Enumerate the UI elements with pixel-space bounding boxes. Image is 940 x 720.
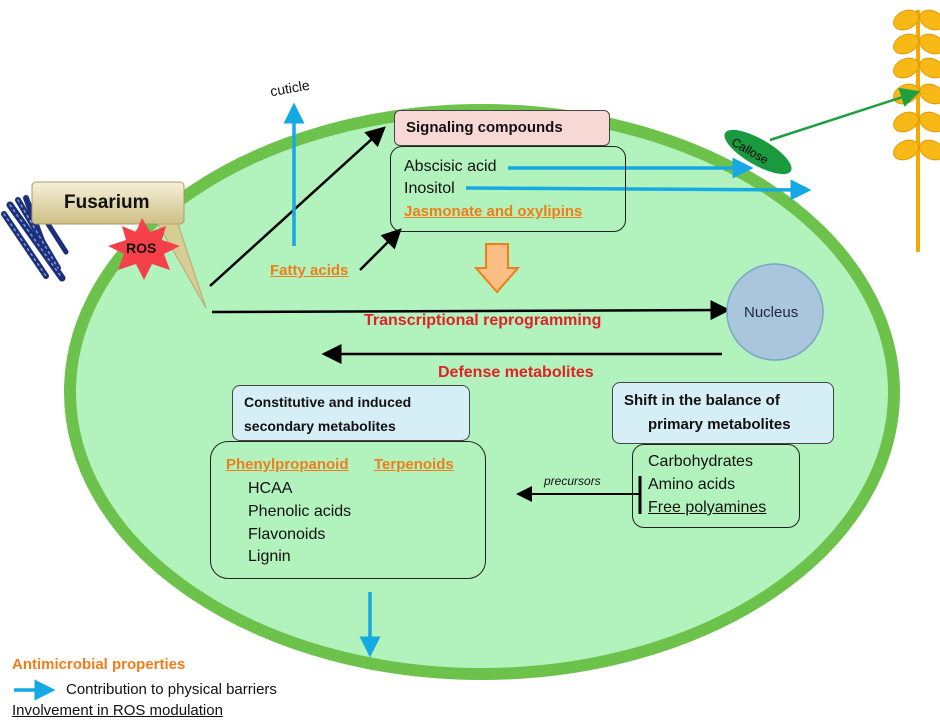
primary-title-line2: primary metabolites — [648, 416, 791, 433]
signaling-item-jasmonate: Jasmonate and oxylipins — [404, 203, 583, 220]
primary-item-polyamines: Free polyamines — [648, 499, 767, 516]
arrow-fatty-to-jasmonate — [359, 228, 402, 271]
primary-title-box — [612, 382, 834, 444]
primary-title-line1: Shift in the balance of — [624, 392, 780, 409]
primary-list-box — [632, 444, 800, 528]
arrow-callose-to-wheat — [769, 87, 921, 142]
primary-item-carbohydrates: Carbohydrates — [648, 453, 753, 470]
signaling-title: Signaling compounds — [406, 119, 563, 136]
legend-ros-modulation: Involvement in ROS modulation — [12, 702, 223, 719]
ros-burst-icon — [108, 218, 180, 280]
secondary-item-phenolic: Phenolic acids — [248, 503, 352, 520]
signaling-item-inositol: Inositol — [404, 180, 455, 197]
secondary-list-box — [210, 441, 486, 579]
legend-physical-barriers: Contribution to physical barriers — [66, 681, 277, 698]
secondary-item-flavonoids: Flavonoids — [248, 526, 326, 543]
secondary-title-line2: secondary metabolites — [244, 418, 396, 434]
secondary-item-hcaa: HCAA — [248, 480, 293, 497]
primary-item-amino-acids: Amino acids — [648, 476, 736, 493]
signaling-list-box — [390, 146, 626, 232]
precursors-label: precursors — [544, 474, 601, 488]
fusarium-callout-box — [31, 181, 185, 225]
defense-label: Defense metabolites — [438, 364, 594, 381]
arrow-to-signaling — [209, 126, 386, 287]
secondary-item-lignin: Lignin — [248, 548, 291, 565]
nucleus-label: Nucleus — [744, 304, 799, 321]
wheat-spike-icon — [893, 9, 940, 252]
callose-deposit — [724, 129, 792, 175]
arrow-inositol — [465, 179, 812, 201]
secondary-group-phenylpropanoid: Phenylpropanoid — [226, 456, 349, 473]
secondary-title-line1: Constitutive and induced — [244, 394, 412, 410]
fusarium-hyphae-icon — [1, 195, 69, 282]
fatty-acids-label: Fatty acids — [270, 262, 349, 279]
signaling-item-abscisic: Abscisic acid — [404, 158, 497, 175]
secondary-group-terpenoids: Terpenoids — [374, 456, 454, 473]
transcriptional-label: Transcriptional reprogramming — [364, 312, 602, 329]
fusarium-label: Fusarium — [64, 192, 150, 213]
secondary-title-box — [232, 385, 470, 441]
legend-antimicrobial: Antimicrobial properties — [12, 656, 186, 673]
nucleus — [726, 263, 824, 361]
arrow-to-nucleus — [211, 300, 731, 321]
ros-label: ROS — [126, 240, 157, 256]
signaling-title-box — [394, 110, 610, 146]
down-arrow-icon — [473, 243, 521, 294]
